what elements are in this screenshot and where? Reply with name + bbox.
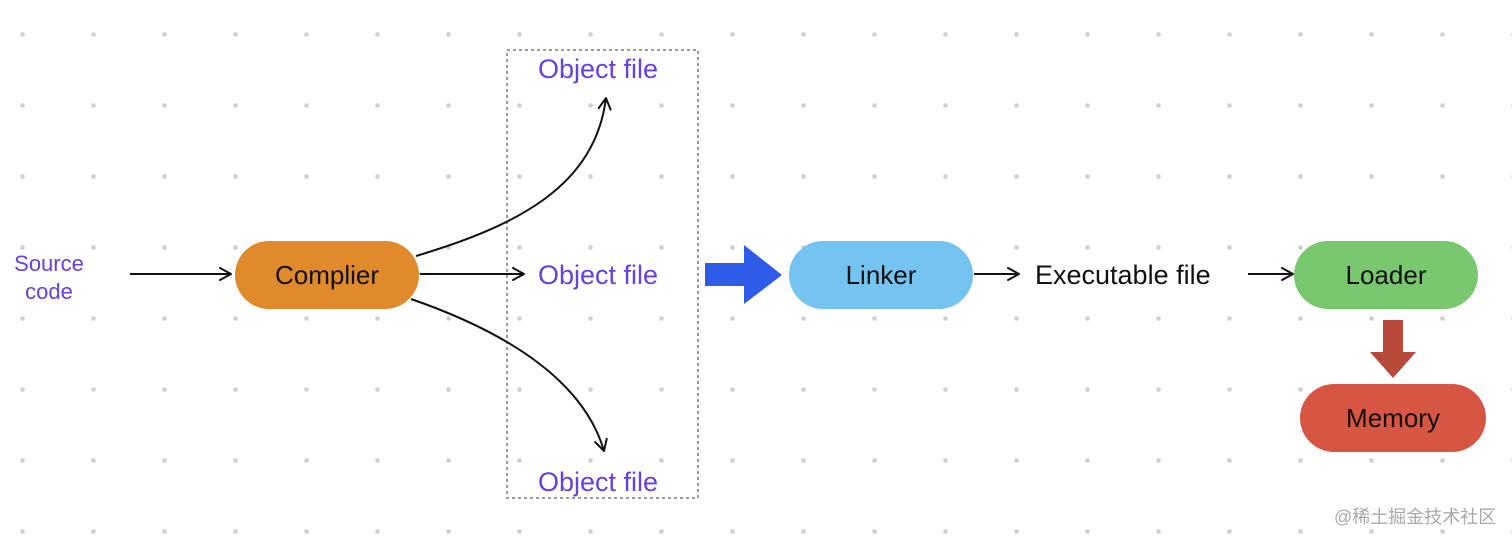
memory-label: Memory	[1346, 402, 1440, 433]
object-to-linker-block-arrow	[705, 245, 782, 304]
linker-node: Linker	[789, 241, 973, 309]
compiler-to-object-top-arrow	[415, 97, 612, 257]
object-file-label-bottom: Object file	[538, 467, 659, 497]
loader-node: Loader	[1294, 241, 1478, 309]
linker-label: Linker	[845, 259, 917, 290]
loader-to-memory-block-arrow	[1370, 320, 1416, 378]
object-file-label-top: Object file	[538, 54, 659, 84]
source-code-label: Source code	[14, 251, 84, 304]
compiler-to-object-bottom-arrow	[410, 298, 608, 452]
object-file-label-middle: Object file	[538, 260, 659, 290]
compiler-label: Complier	[274, 259, 380, 290]
compiler-node: Complier	[235, 241, 419, 309]
memory-node: Memory	[1300, 384, 1486, 452]
loader-label: Loader	[1345, 259, 1427, 290]
object-files-group-box	[506, 49, 699, 499]
watermark-text: @稀土掘金技术社区	[1334, 507, 1497, 527]
executable-file-label: Executable file	[1035, 260, 1211, 290]
